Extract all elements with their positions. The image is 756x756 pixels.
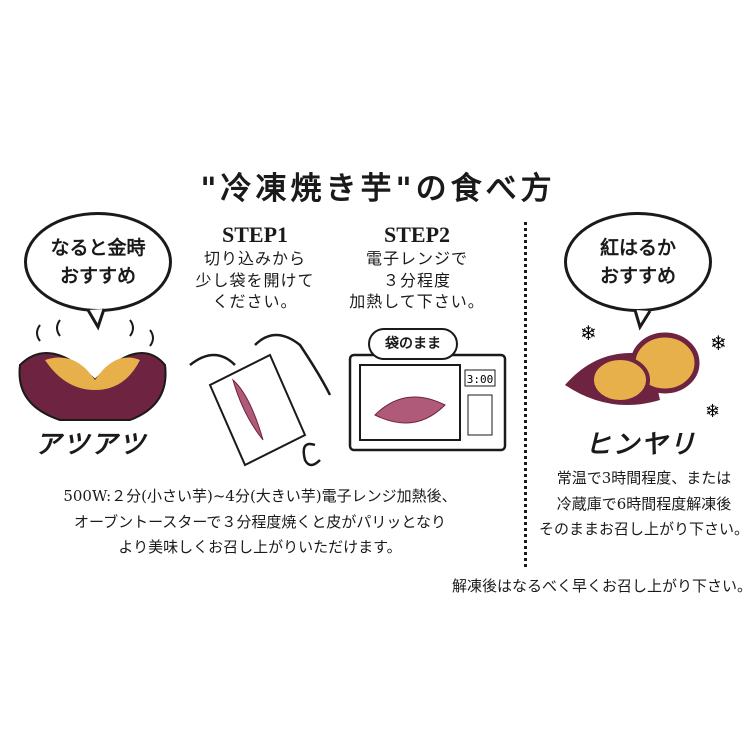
snowflake-icon: ❄	[710, 331, 727, 355]
page-title: "冷凍焼き芋"の食べ方	[200, 171, 556, 207]
microwave-display: 3:00	[467, 373, 494, 386]
step2-text: 電子レンジで ３分程度 加熱して下さい。	[349, 249, 485, 312]
bubble-line: なると金時	[50, 236, 146, 259]
snowflake-icon: ❄	[580, 321, 597, 345]
bag-as-is-bubble: 袋のまま	[368, 328, 458, 360]
bubble-line: 紅はるか	[599, 236, 676, 259]
step2-heading: STEP2	[383, 222, 451, 247]
heating-instructions: 500W:２分(小さい芋)~4分(大きい芋)電子レンジ加熱後、 オーブントースタ…	[63, 487, 457, 556]
cold-label: ヒンヤリ	[585, 430, 698, 460]
hot-label: アツアツ	[35, 430, 148, 460]
snowflake-icon: ❄	[705, 401, 720, 422]
step1-text: 切り込みから 少し袋を開けて ください。	[195, 249, 315, 312]
speech-bubble-left: なると金時 おすすめ	[24, 212, 172, 312]
microwave-illustration: 3:00	[348, 353, 507, 452]
thawing-instructions: 常温で3時間程度、または 冷蔵庫で6時間程度解凍後 そのままお召し上がり下さい。	[538, 469, 749, 538]
speech-bubble-right: 紅はるか おすすめ	[564, 212, 712, 312]
open-bag-illustration	[189, 333, 332, 467]
thaw-note: 解凍後はなるべく早くお召し上がり下さい。	[451, 577, 752, 595]
cold-sweet-potato-illustration: ❄ ❄ ❄	[565, 309, 727, 422]
bubble-line: おすすめ	[599, 265, 676, 287]
bubble-line: おすすめ	[59, 265, 136, 287]
hot-sweet-potato-illustration	[18, 308, 167, 421]
step1-heading: STEP1	[221, 222, 289, 247]
dotted-divider	[524, 222, 527, 567]
